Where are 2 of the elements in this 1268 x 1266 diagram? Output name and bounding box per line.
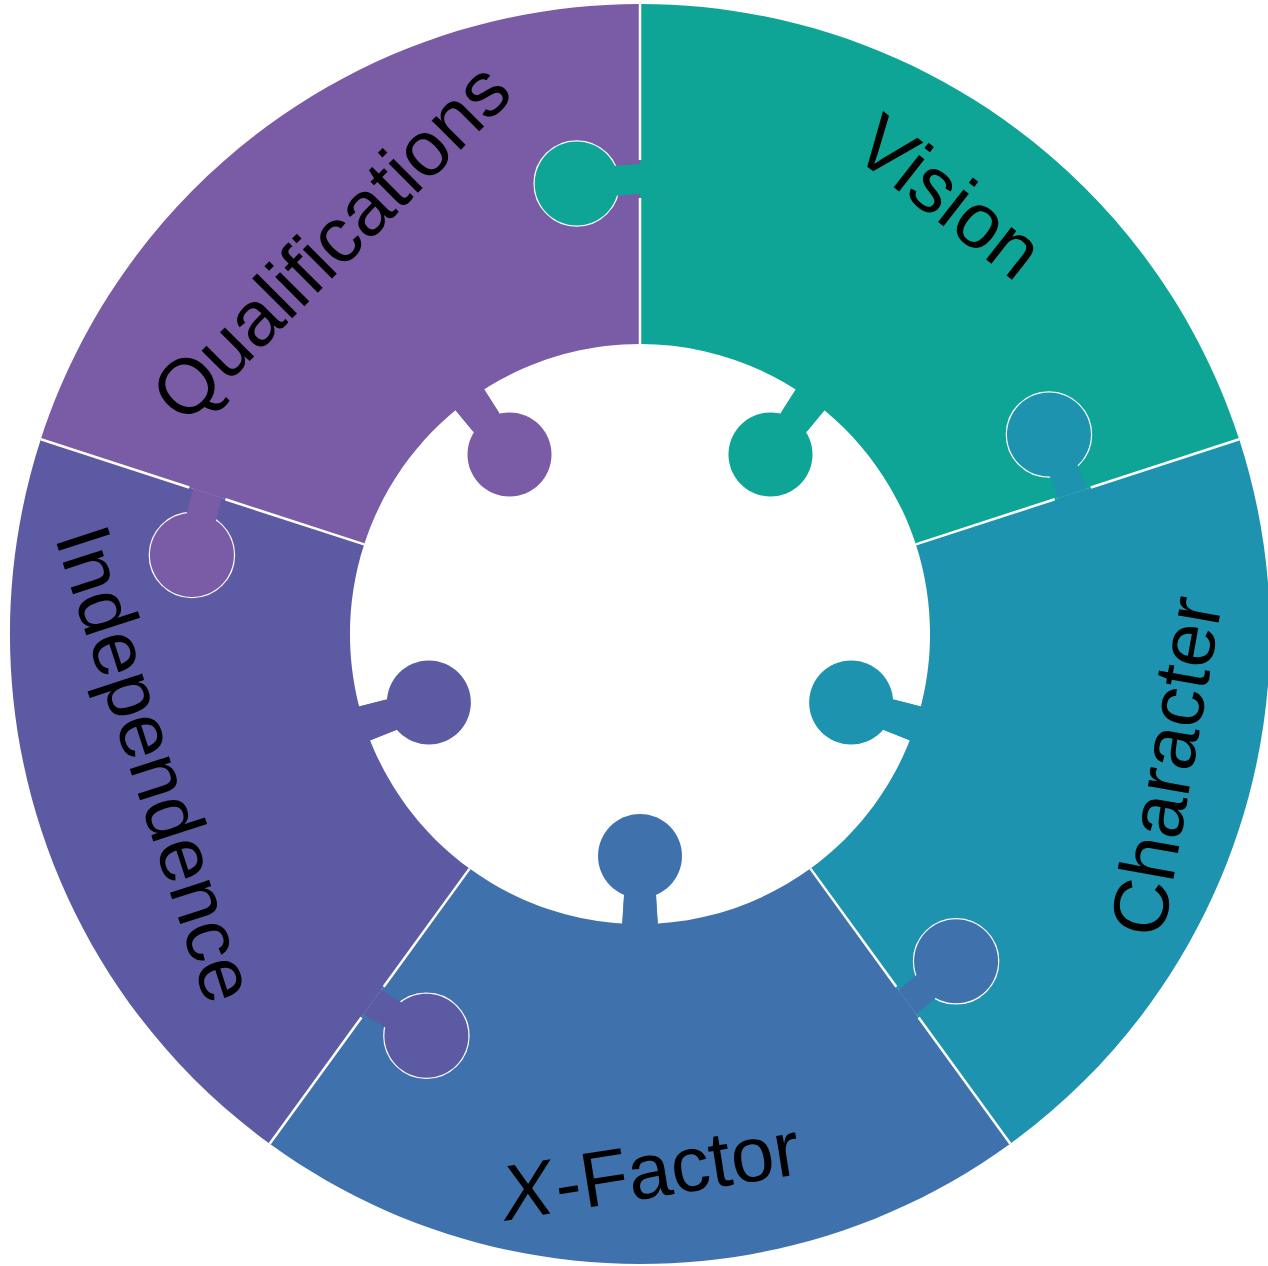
- puzzle-piece: Character: [807, 439, 1268, 1144]
- puzzle-piece: X-Factor: [269, 812, 1011, 1264]
